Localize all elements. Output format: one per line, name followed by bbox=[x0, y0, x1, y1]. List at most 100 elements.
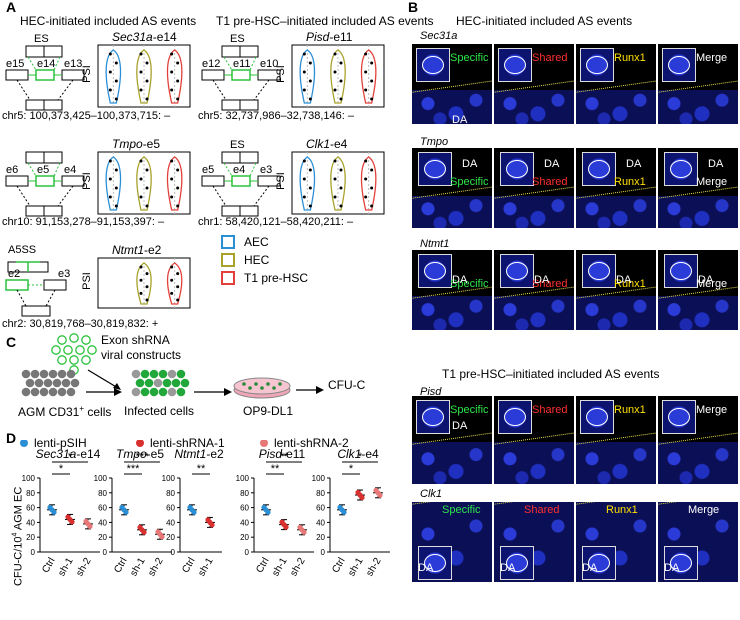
violin bbox=[105, 49, 122, 104]
event-diagram-0 bbox=[5, 45, 85, 111]
nuclei-region bbox=[494, 296, 574, 330]
exon-suffix: -e14 bbox=[152, 30, 177, 44]
data-point bbox=[339, 97, 343, 101]
exon-suffix: -e5 bbox=[147, 447, 165, 461]
panel-a-title-right: T1 pre-HSC–initiated included AS events bbox=[216, 14, 434, 28]
violin bbox=[360, 49, 377, 104]
data-point bbox=[139, 177, 143, 181]
violin bbox=[360, 156, 377, 211]
zoom-inset bbox=[582, 254, 616, 288]
violin bbox=[299, 156, 316, 211]
nuclei-region bbox=[412, 90, 492, 124]
data-point bbox=[108, 52, 112, 56]
step-infected-cells: Infected cells bbox=[124, 404, 195, 418]
data-point bbox=[170, 195, 174, 199]
infected-cell bbox=[176, 387, 186, 397]
cell-outline bbox=[424, 554, 446, 572]
junction bbox=[16, 79, 31, 101]
data-point bbox=[209, 522, 215, 528]
gene-title: Ntmt1-e2 bbox=[112, 243, 161, 257]
infected-cell bbox=[131, 387, 141, 397]
data-point bbox=[176, 285, 180, 289]
viral-construct bbox=[75, 345, 85, 355]
exon-label: e5 bbox=[37, 164, 50, 176]
cell-outline bbox=[422, 408, 444, 426]
zoom-inset bbox=[664, 254, 698, 288]
chart-title: Sec31a-e14 bbox=[36, 447, 101, 461]
da-label: DA bbox=[452, 114, 468, 124]
viral-construct bbox=[57, 355, 67, 365]
exon-box bbox=[5, 175, 29, 187]
data-point bbox=[176, 79, 180, 83]
zoom-inset bbox=[418, 152, 452, 186]
zoom-inset bbox=[418, 254, 452, 288]
y-tick-label: 20 bbox=[98, 533, 107, 542]
cell-outline bbox=[586, 56, 608, 74]
data-point bbox=[51, 509, 57, 515]
cell-outline bbox=[670, 554, 692, 572]
plot-frame bbox=[97, 151, 191, 215]
data-point bbox=[308, 186, 312, 190]
micrograph-merge: Merge DA bbox=[658, 148, 738, 228]
data-point bbox=[139, 265, 143, 269]
violin bbox=[166, 156, 183, 211]
exon-label: e14 bbox=[37, 58, 56, 70]
da-label: DA bbox=[462, 158, 478, 170]
panel-d-charts: 020406080100Ctrlsh-1sh-2**Sec31a-e140204… bbox=[20, 440, 390, 579]
exon-suffix: -e5 bbox=[142, 137, 161, 151]
cell-outline bbox=[668, 56, 690, 74]
zoom-inset bbox=[662, 48, 696, 82]
exon-label: e5 bbox=[202, 164, 215, 176]
channel-label: Runx1 bbox=[614, 52, 646, 64]
micrograph-merge: Merge bbox=[658, 44, 738, 124]
cell bbox=[43, 378, 53, 388]
data-point bbox=[302, 177, 306, 181]
gene-name: Clk1 bbox=[306, 137, 331, 151]
channel-label: Shared bbox=[532, 52, 568, 64]
da-label: DA bbox=[708, 158, 724, 170]
cell-outline bbox=[424, 262, 446, 280]
infected-cell bbox=[140, 387, 150, 397]
data-point bbox=[333, 70, 337, 74]
channel-label: Merge bbox=[696, 176, 728, 188]
data-point bbox=[114, 97, 118, 101]
data-point bbox=[145, 168, 149, 172]
data-point bbox=[108, 88, 112, 92]
event-diagram-4 bbox=[5, 261, 67, 317]
x-tick-label: sh-2 bbox=[74, 556, 93, 579]
y-tick-label: 100 bbox=[236, 474, 250, 483]
data-point bbox=[114, 61, 118, 65]
psi-axis-label: PSI bbox=[80, 172, 93, 190]
data-point bbox=[308, 61, 312, 65]
data-point bbox=[370, 204, 374, 208]
data-point bbox=[339, 61, 343, 65]
data-point bbox=[370, 79, 374, 83]
exon-label: e3 bbox=[260, 164, 273, 176]
violin-plot-0 bbox=[97, 44, 191, 108]
channel-label: Runx1 bbox=[606, 504, 638, 516]
zoom-inset bbox=[498, 400, 532, 434]
dish-cell bbox=[272, 386, 276, 390]
data-point bbox=[333, 52, 337, 56]
y-tick-label: 100 bbox=[162, 474, 176, 483]
event-type-label: ES bbox=[230, 33, 245, 45]
junction bbox=[212, 185, 227, 207]
x-tick-label: sh-1 bbox=[196, 556, 215, 579]
infected-cell bbox=[167, 387, 177, 397]
junction bbox=[16, 289, 27, 307]
da-label: DA bbox=[626, 158, 642, 170]
viral-construct bbox=[57, 335, 67, 345]
violin bbox=[136, 49, 152, 104]
zoom-inset bbox=[418, 546, 452, 580]
panel-b-title-bottom: T1 pre-HSC–initiated included AS events bbox=[442, 367, 660, 381]
y-tick-label: 0 bbox=[103, 548, 108, 557]
data-point bbox=[265, 509, 271, 515]
exon-box-alt bbox=[231, 175, 251, 187]
y-tick-label: 40 bbox=[240, 518, 249, 527]
x-tick-label: sh-1 bbox=[128, 556, 147, 579]
